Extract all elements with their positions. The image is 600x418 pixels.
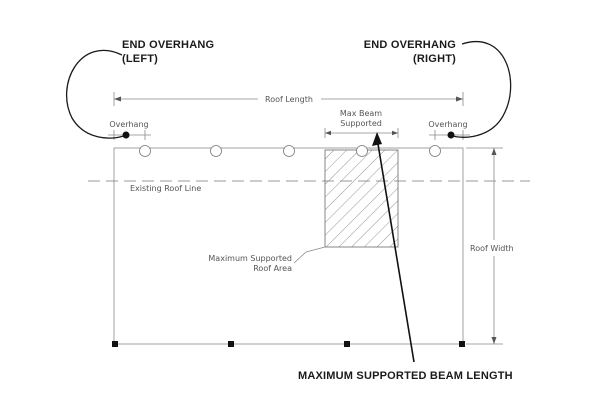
roof-width-label: Roof Width — [470, 244, 514, 253]
beam-circle — [429, 145, 441, 157]
post-square — [112, 341, 118, 347]
existing-roof-line-label: Existing Roof Line — [130, 184, 201, 193]
post-square — [344, 341, 350, 347]
overhang-right-marker — [447, 131, 455, 139]
bottom-callout-title: MAXIMUM SUPPORTED BEAM LENGTH — [298, 370, 513, 382]
beam-circle — [283, 145, 295, 157]
roof-outline — [113, 147, 464, 345]
beam-circle — [356, 145, 368, 157]
overhang-left-marker — [122, 131, 130, 139]
left-callout-title-line1: END OVERHANG — [122, 39, 214, 51]
max-supported-roof-area — [324, 149, 399, 248]
right-callout-title-line2: (RIGHT) — [413, 53, 456, 65]
roof-length-label: Roof Length — [265, 95, 313, 104]
beam-circle — [139, 145, 151, 157]
overhang-left-label: Overhang — [109, 120, 148, 129]
max-beam-label-line2: Supported — [340, 119, 382, 128]
post-square — [459, 341, 465, 347]
max-beam-label-line1: Max Beam — [340, 109, 382, 118]
overhang-right-label: Overhang — [428, 120, 467, 129]
max-roof-area-label-line2: Roof Area — [253, 264, 292, 273]
right-callout-title-line1: END OVERHANG — [364, 39, 456, 51]
post-square — [228, 341, 234, 347]
left-callout-curve — [66, 49, 125, 139]
max-roof-area-label-line1: Maximum Supported — [208, 254, 292, 263]
beam-length-arrow — [376, 137, 415, 363]
right-callout-curve — [451, 41, 512, 138]
beam-circle — [210, 145, 222, 157]
left-callout-title-line2: (LEFT) — [122, 53, 158, 65]
